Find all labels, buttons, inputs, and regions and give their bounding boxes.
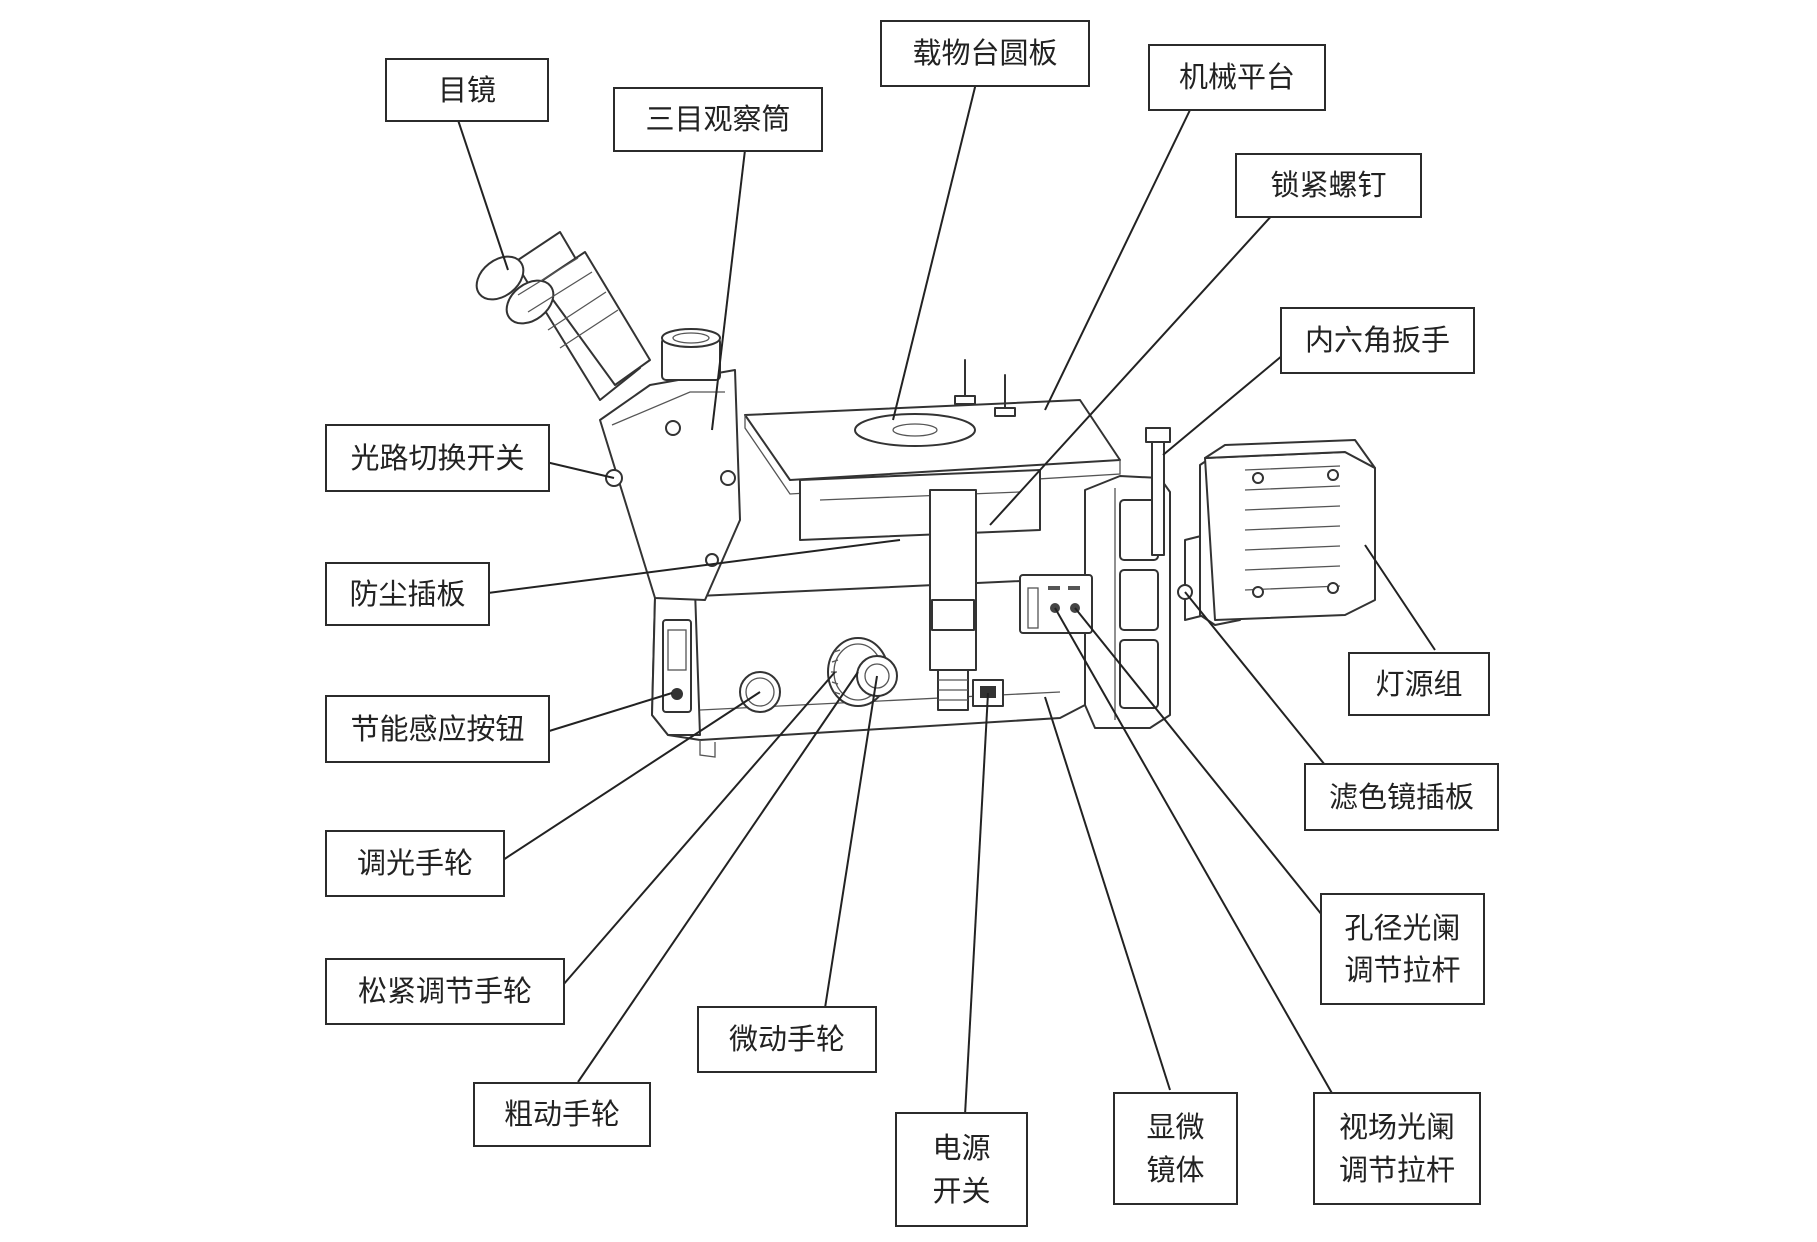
eyepiece-tubes — [475, 231, 651, 401]
label-aperture-diaphragm-lever: 孔径光阑 调节拉杆 — [1320, 893, 1485, 1005]
focus-column — [929, 489, 977, 671]
label-mechanical-stage: 机械平台 — [1148, 44, 1326, 111]
hex-wrench-shape — [1151, 434, 1165, 556]
label-dimmer-wheel: 调光手轮 — [325, 830, 505, 897]
label-coarse-focus-wheel: 粗动手轮 — [473, 1082, 651, 1147]
lamp-house — [1177, 439, 1376, 626]
label-lamp-group: 灯源组 — [1348, 652, 1490, 716]
label-microscope-body: 显微 镜体 — [1113, 1092, 1238, 1205]
label-locking-screw: 锁紧螺钉 — [1235, 153, 1422, 218]
label-light-path-switch: 光路切换开关 — [325, 424, 550, 492]
label-hex-wrench: 内六角扳手 — [1280, 307, 1475, 374]
label-dust-cover: 防尘插板 — [325, 562, 490, 626]
label-power-switch: 电源 开关 — [895, 1112, 1028, 1227]
leader-lines — [457, 74, 1436, 1116]
stage-disc — [854, 413, 976, 447]
label-stage-disc: 载物台圆板 — [880, 20, 1090, 87]
label-field-diaphragm-lever: 视场光阑 调节拉杆 — [1313, 1092, 1481, 1205]
label-tension-wheel: 松紧调节手轮 — [325, 958, 565, 1025]
label-energy-sensor-button: 节能感应按钮 — [325, 695, 550, 763]
label-fine-focus-wheel: 微动手轮 — [697, 1006, 877, 1073]
label-eyepiece: 目镜 — [385, 58, 549, 122]
trinocular-arm — [599, 369, 741, 601]
label-filter-slot: 滤色镜插板 — [1304, 763, 1499, 831]
label-trinocular-tube: 三目观察筒 — [613, 87, 823, 152]
